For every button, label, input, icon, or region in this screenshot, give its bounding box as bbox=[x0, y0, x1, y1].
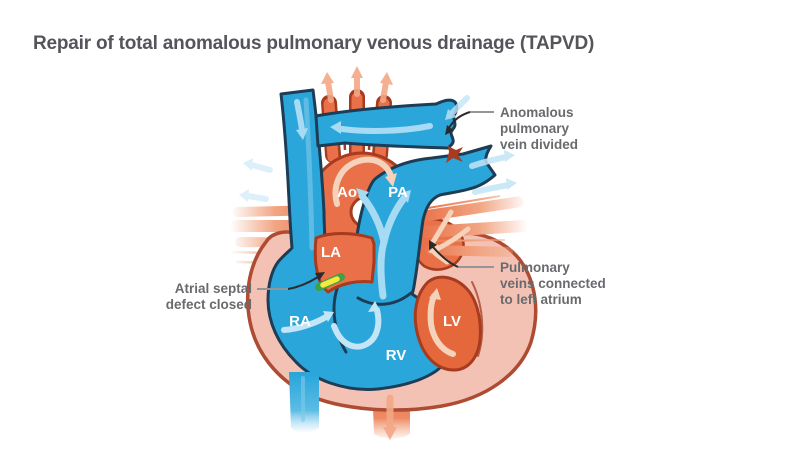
coronary-line bbox=[471, 281, 484, 357]
svg-text:to left atrium: to left atrium bbox=[500, 292, 582, 307]
label-aorta: Ao bbox=[337, 184, 357, 201]
svg-text:veins connected: veins connected bbox=[500, 276, 606, 291]
pulmonary-vein-flow-arrows bbox=[428, 209, 471, 265]
ra-flow-arrow bbox=[281, 311, 334, 333]
label-right-ventricle: RV bbox=[386, 347, 407, 364]
vein-tie bbox=[446, 146, 463, 163]
svg-text:defect closed: defect closed bbox=[166, 297, 252, 312]
annotation-pulmonary-veins: Pulmonary veins connected to left atrium bbox=[429, 240, 606, 307]
annotation-asd-closed: Atrial septal defect closed bbox=[166, 272, 325, 312]
pulmonary-valve-line bbox=[356, 291, 413, 306]
ivc-vessel bbox=[289, 372, 319, 433]
figure-title: Repair of total anomalous pulmonary veno… bbox=[33, 33, 595, 54]
pa-flow-arrows bbox=[356, 188, 411, 300]
left-pa-flow-arrows bbox=[239, 158, 273, 202]
label-left-atrium: LA bbox=[321, 244, 341, 261]
rv-flow-arrow bbox=[331, 301, 382, 350]
svc-flow-arrow bbox=[294, 99, 308, 140]
svg-text:Anomalous: Anomalous bbox=[500, 105, 574, 120]
label-pulmonary-artery: PA bbox=[388, 184, 408, 201]
descending-aorta-flow-arrow bbox=[383, 394, 397, 440]
svg-text:pulmonary: pulmonary bbox=[500, 121, 570, 136]
lv-flow-arrow bbox=[427, 288, 456, 357]
label-right-atrium: RA bbox=[289, 313, 311, 330]
aorta-flow-arrow bbox=[332, 156, 397, 207]
innominate-flow-arrow bbox=[330, 121, 433, 134]
branch-artery-arrows bbox=[321, 66, 393, 103]
tricuspid-line bbox=[332, 284, 348, 354]
right-pa-flow-arrows bbox=[469, 150, 517, 195]
svg-text:Atrial septal: Atrial septal bbox=[175, 281, 252, 296]
svg-text:Pulmonary: Pulmonary bbox=[500, 260, 570, 275]
svg-text:vein divided: vein divided bbox=[500, 137, 578, 152]
annotation-anomalous-vein: Anomalous pulmonary vein divided bbox=[445, 105, 578, 152]
left-atrium bbox=[313, 232, 376, 294]
divided-vein-flow-arrow bbox=[445, 95, 470, 120]
asd-patch bbox=[315, 273, 345, 291]
label-left-ventricle: LV bbox=[443, 313, 461, 330]
svc-highlight bbox=[303, 97, 315, 251]
